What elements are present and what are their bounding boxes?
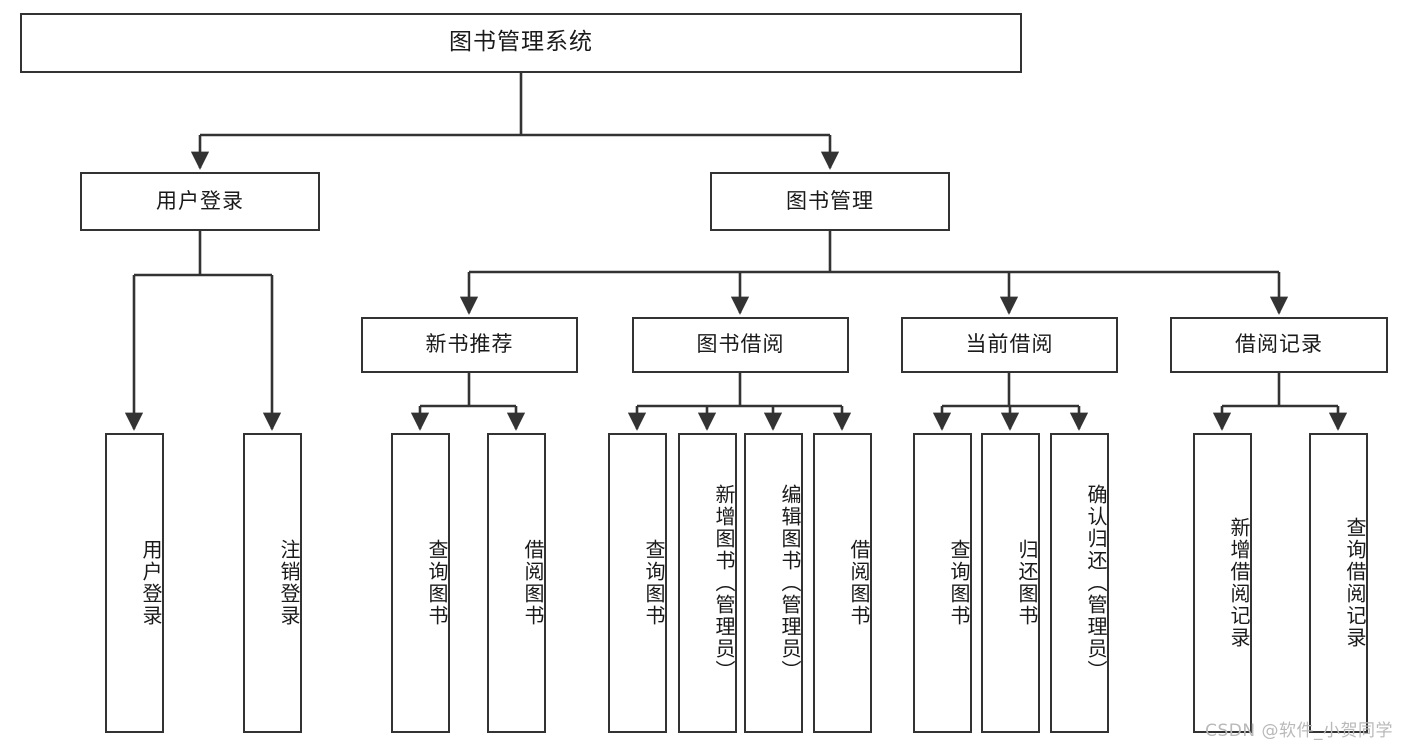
node-label: 归还图书 (1015, 539, 1039, 627)
node-label: 新增借阅记录 (1227, 517, 1251, 649)
node-label: 查询图书 (947, 539, 971, 627)
node-label: 图书借阅 (696, 332, 785, 357)
node-current-borrow[interactable]: 当前借阅 (901, 317, 1118, 373)
node-user-login[interactable]: 用户登录 (80, 172, 320, 231)
node-label: 新增图书（管理员） (712, 484, 736, 682)
node-label: 借阅图书 (521, 539, 545, 627)
leaf-user-logout[interactable]: 注销登录 (243, 433, 302, 733)
leaf-query-book-3[interactable]: 查询图书 (913, 433, 972, 733)
node-label: 图书管理系统 (449, 29, 593, 56)
leaf-borrow-book-2[interactable]: 借阅图书 (813, 433, 872, 733)
leaf-borrow-book-1[interactable]: 借阅图书 (487, 433, 546, 733)
node-book-manage[interactable]: 图书管理 (710, 172, 950, 231)
leaf-add-record[interactable]: 新增借阅记录 (1193, 433, 1252, 733)
leaf-user-login[interactable]: 用户登录 (105, 433, 164, 733)
leaf-confirm-return[interactable]: 确认归还（管理员） (1050, 433, 1109, 733)
leaf-add-book[interactable]: 新增图书（管理员） (678, 433, 737, 733)
node-label: 查询图书 (425, 539, 449, 627)
node-label: 用户登录 (156, 188, 244, 213)
node-borrow-record[interactable]: 借阅记录 (1170, 317, 1388, 373)
node-label: 当前借阅 (965, 332, 1054, 357)
node-label: 注销登录 (277, 539, 301, 627)
leaf-edit-book[interactable]: 编辑图书（管理员） (744, 433, 803, 733)
node-book-borrow[interactable]: 图书借阅 (632, 317, 849, 373)
csdn-watermark: CSDN @软件_小贺同学 (1205, 721, 1393, 741)
leaf-query-book-1[interactable]: 查询图书 (391, 433, 450, 733)
node-root-system[interactable]: 图书管理系统 (20, 13, 1022, 73)
leaf-return-book[interactable]: 归还图书 (981, 433, 1040, 733)
node-label: 借阅图书 (847, 539, 871, 627)
node-label: 新书推荐 (425, 332, 514, 357)
node-label: 借阅记录 (1235, 332, 1323, 357)
node-label: 查询图书 (642, 539, 666, 627)
node-label: 图书管理 (786, 188, 874, 213)
node-label: 用户登录 (139, 539, 163, 627)
node-label: 查询借阅记录 (1343, 517, 1367, 649)
node-new-book-recommend[interactable]: 新书推荐 (361, 317, 578, 373)
leaf-query-record[interactable]: 查询借阅记录 (1309, 433, 1368, 733)
node-label: 编辑图书（管理员） (778, 484, 802, 682)
node-label: 确认归还（管理员） (1084, 484, 1108, 682)
leaf-query-book-2[interactable]: 查询图书 (608, 433, 667, 733)
